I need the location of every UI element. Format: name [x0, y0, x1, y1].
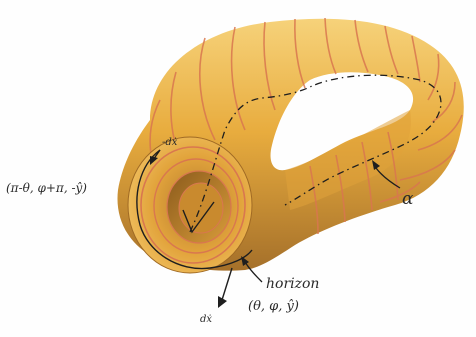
dx-bottom-label: dẋ: [200, 314, 212, 325]
tube-mouth-ring-4: [179, 183, 223, 233]
alpha-label: α: [402, 189, 414, 209]
dx-top-label: -dẋ: [162, 137, 178, 148]
horizon-label: horizon: [266, 276, 319, 292]
left-coordinate-label: (π-θ, φ+π, -ŷ): [6, 181, 87, 195]
horizon-coordinate-label: (θ, φ, ŷ): [248, 299, 299, 314]
dx-bottom-arrow: [222, 268, 232, 300]
